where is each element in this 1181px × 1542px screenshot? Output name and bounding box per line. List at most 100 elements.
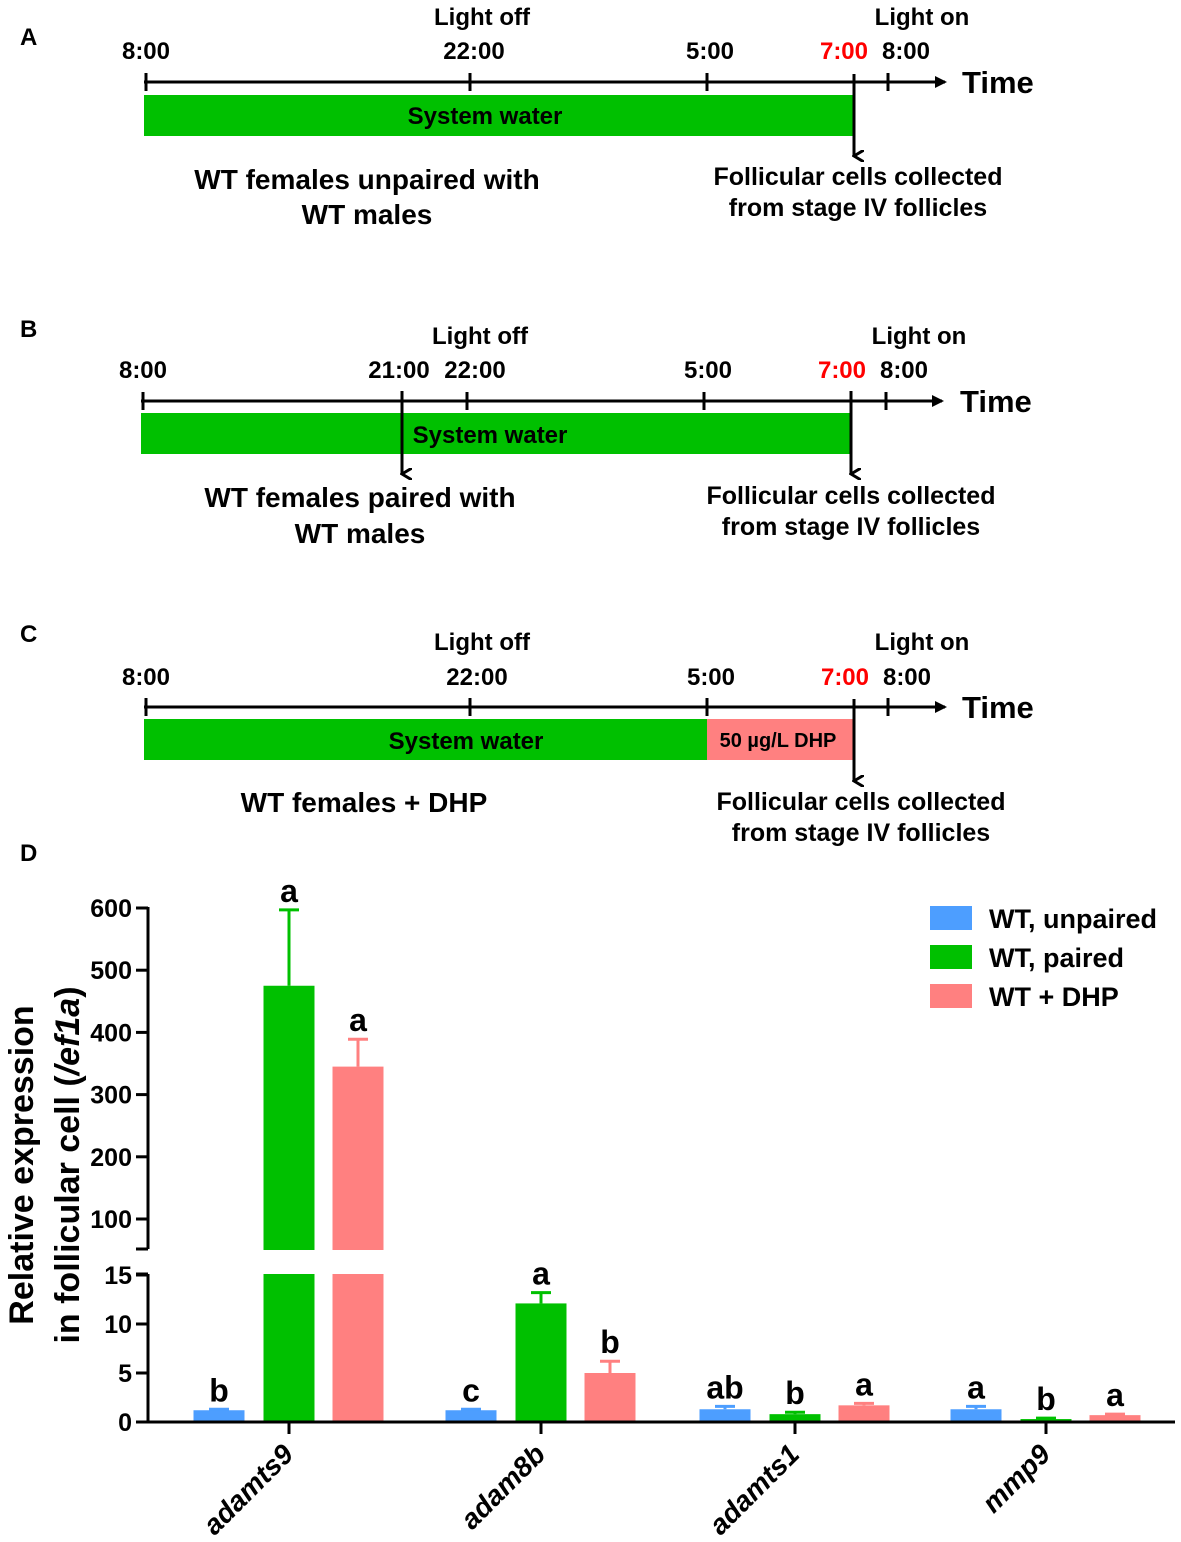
panel-b-time-axis-label: Time: [960, 384, 1032, 419]
panel-b-time-1: 21:00: [368, 357, 429, 384]
panel-c-dhp-label: 50 µg/L DHP: [720, 730, 837, 752]
legend-swatch: [930, 945, 972, 969]
panel-b-collected-line1: Follicular cells collected: [706, 482, 995, 510]
panel-a-system-water-label: System water: [408, 103, 563, 130]
legend-swatch: [930, 906, 972, 930]
bar: [1089, 1415, 1141, 1422]
y-axis-label-suffix: ): [49, 986, 87, 997]
bar: [332, 1066, 384, 1422]
y-tick-label: 15: [104, 1262, 132, 1290]
panel-b-time-5: 8:00: [880, 357, 928, 384]
panel-a-light-on: Light on: [875, 4, 970, 31]
panel-c: C Light off Light on 8:00 22:00 5:00 7:0…: [20, 621, 1034, 847]
panel-c-time-3: 7:00: [821, 664, 869, 691]
panel-a-time-3: 7:00: [820, 38, 868, 65]
bar: [445, 1410, 497, 1422]
panel-a-light-off: Light off: [434, 4, 531, 31]
y-axis-label-line1: Relative expression: [3, 1005, 41, 1324]
x-tick-label: mmp9: [976, 1438, 1057, 1519]
bar: [838, 1405, 890, 1422]
significance-letter: a: [349, 1002, 367, 1038]
panel-b-letter: B: [20, 316, 37, 343]
bar: [515, 1303, 567, 1422]
significance-letter: a: [280, 873, 298, 909]
panel-b-system-water-bar: [141, 413, 851, 454]
panel-a-time-4: 8:00: [882, 38, 930, 65]
panel-b-collected-line2: from stage IV follicles: [722, 513, 980, 541]
y-tick-label: 5: [118, 1360, 132, 1388]
y-tick-label: 500: [90, 957, 132, 985]
panel-c-system-water-label: System water: [389, 728, 544, 755]
panel-c-time-1: 22:00: [446, 664, 507, 691]
panel-b: B Light off Light on 8:00 21:00 22:00 5:…: [20, 316, 1032, 549]
panel-c-time-2: 5:00: [687, 664, 735, 691]
panel-c-time-0: 8:00: [122, 664, 170, 691]
significance-letter: b: [209, 1372, 229, 1408]
panel-b-condition-line1: WT females paired with: [204, 482, 515, 513]
significance-letter: a: [967, 1369, 985, 1405]
bar: [584, 1373, 636, 1422]
panel-d-letter: D: [20, 840, 37, 867]
panel-c-condition-line1: WT females + DHP: [241, 787, 488, 818]
panel-a-time-0: 8:00: [122, 38, 170, 65]
x-tick-label: adamts1: [703, 1438, 805, 1540]
y-tick-label: 200: [90, 1144, 132, 1172]
bar: [950, 1409, 1002, 1422]
bar: [263, 985, 315, 1422]
bar: [193, 1410, 245, 1422]
panel-b-time-0: 8:00: [119, 357, 167, 384]
y-tick-label: 400: [90, 1019, 132, 1047]
panel-c-collected-line1: Follicular cells collected: [716, 788, 1005, 816]
panel-a-time-1: 22:00: [443, 38, 504, 65]
significance-letter: ab: [706, 1369, 743, 1405]
significance-letter: a: [855, 1366, 873, 1402]
panel-a-system-water-bar: [144, 95, 854, 136]
panel-a-time-axis-label: Time: [962, 65, 1034, 100]
panel-c-time-4: 8:00: [883, 664, 931, 691]
panel-b-time-3: 5:00: [684, 357, 732, 384]
panel-a-collected-line1: Follicular cells collected: [713, 163, 1002, 191]
legend-label: WT, paired: [989, 943, 1124, 973]
panel-d: D Relative expression in follicular cell…: [3, 840, 1175, 1541]
panel-a-time-2: 5:00: [686, 38, 734, 65]
panel-a-condition-line2: WT males: [302, 199, 433, 230]
panel-a: A Light off Light on 8:00 22:00 5:00 7:0…: [20, 4, 1034, 230]
x-tick-label: adamts9: [197, 1438, 300, 1541]
panel-c-letter: C: [20, 621, 37, 648]
legend-label: WT, unpaired: [989, 904, 1157, 934]
panel-b-time-2: 22:00: [444, 357, 505, 384]
panel-b-time-4: 7:00: [818, 357, 866, 384]
y-axis-label-prefix: in follicular cell (: [49, 1075, 87, 1344]
significance-letter: c: [462, 1372, 480, 1408]
significance-letter: b: [1036, 1381, 1056, 1417]
x-tick-label: adam8b: [454, 1438, 551, 1535]
panel-a-collected-line2: from stage IV follicles: [729, 194, 987, 222]
significance-letter: b: [785, 1375, 805, 1411]
y-tick-label: 100: [90, 1206, 132, 1234]
panel-c-dhp-bar: [707, 719, 854, 760]
significance-letter: b: [600, 1324, 620, 1360]
panel-b-light-on: Light on: [872, 323, 967, 350]
bar: [699, 1409, 751, 1422]
y-tick-label: 600: [90, 895, 132, 923]
legend-label: WT + DHP: [989, 982, 1119, 1012]
panel-b-condition-line2: WT males: [295, 518, 426, 549]
bar: [769, 1414, 821, 1422]
significance-letter: a: [1106, 1377, 1124, 1413]
panel-c-light-on: Light on: [875, 629, 970, 656]
panel-b-system-water-label: System water: [413, 422, 568, 449]
y-tick-label: 300: [90, 1082, 132, 1110]
y-axis-label-line2: in follicular cell (/ef1a): [49, 986, 87, 1343]
axis-break-gap: [134, 1250, 434, 1274]
legend-swatch: [930, 984, 972, 1008]
y-tick-label: 0: [118, 1409, 132, 1437]
panel-c-collected-line2: from stage IV follicles: [732, 819, 990, 847]
y-axis-label-italic: /ef1a: [49, 998, 87, 1078]
y-tick-label: 10: [104, 1311, 132, 1339]
panel-a-condition-line1: WT females unpaired with: [194, 164, 539, 195]
panel-a-letter: A: [20, 24, 37, 51]
significance-letter: a: [532, 1256, 550, 1292]
